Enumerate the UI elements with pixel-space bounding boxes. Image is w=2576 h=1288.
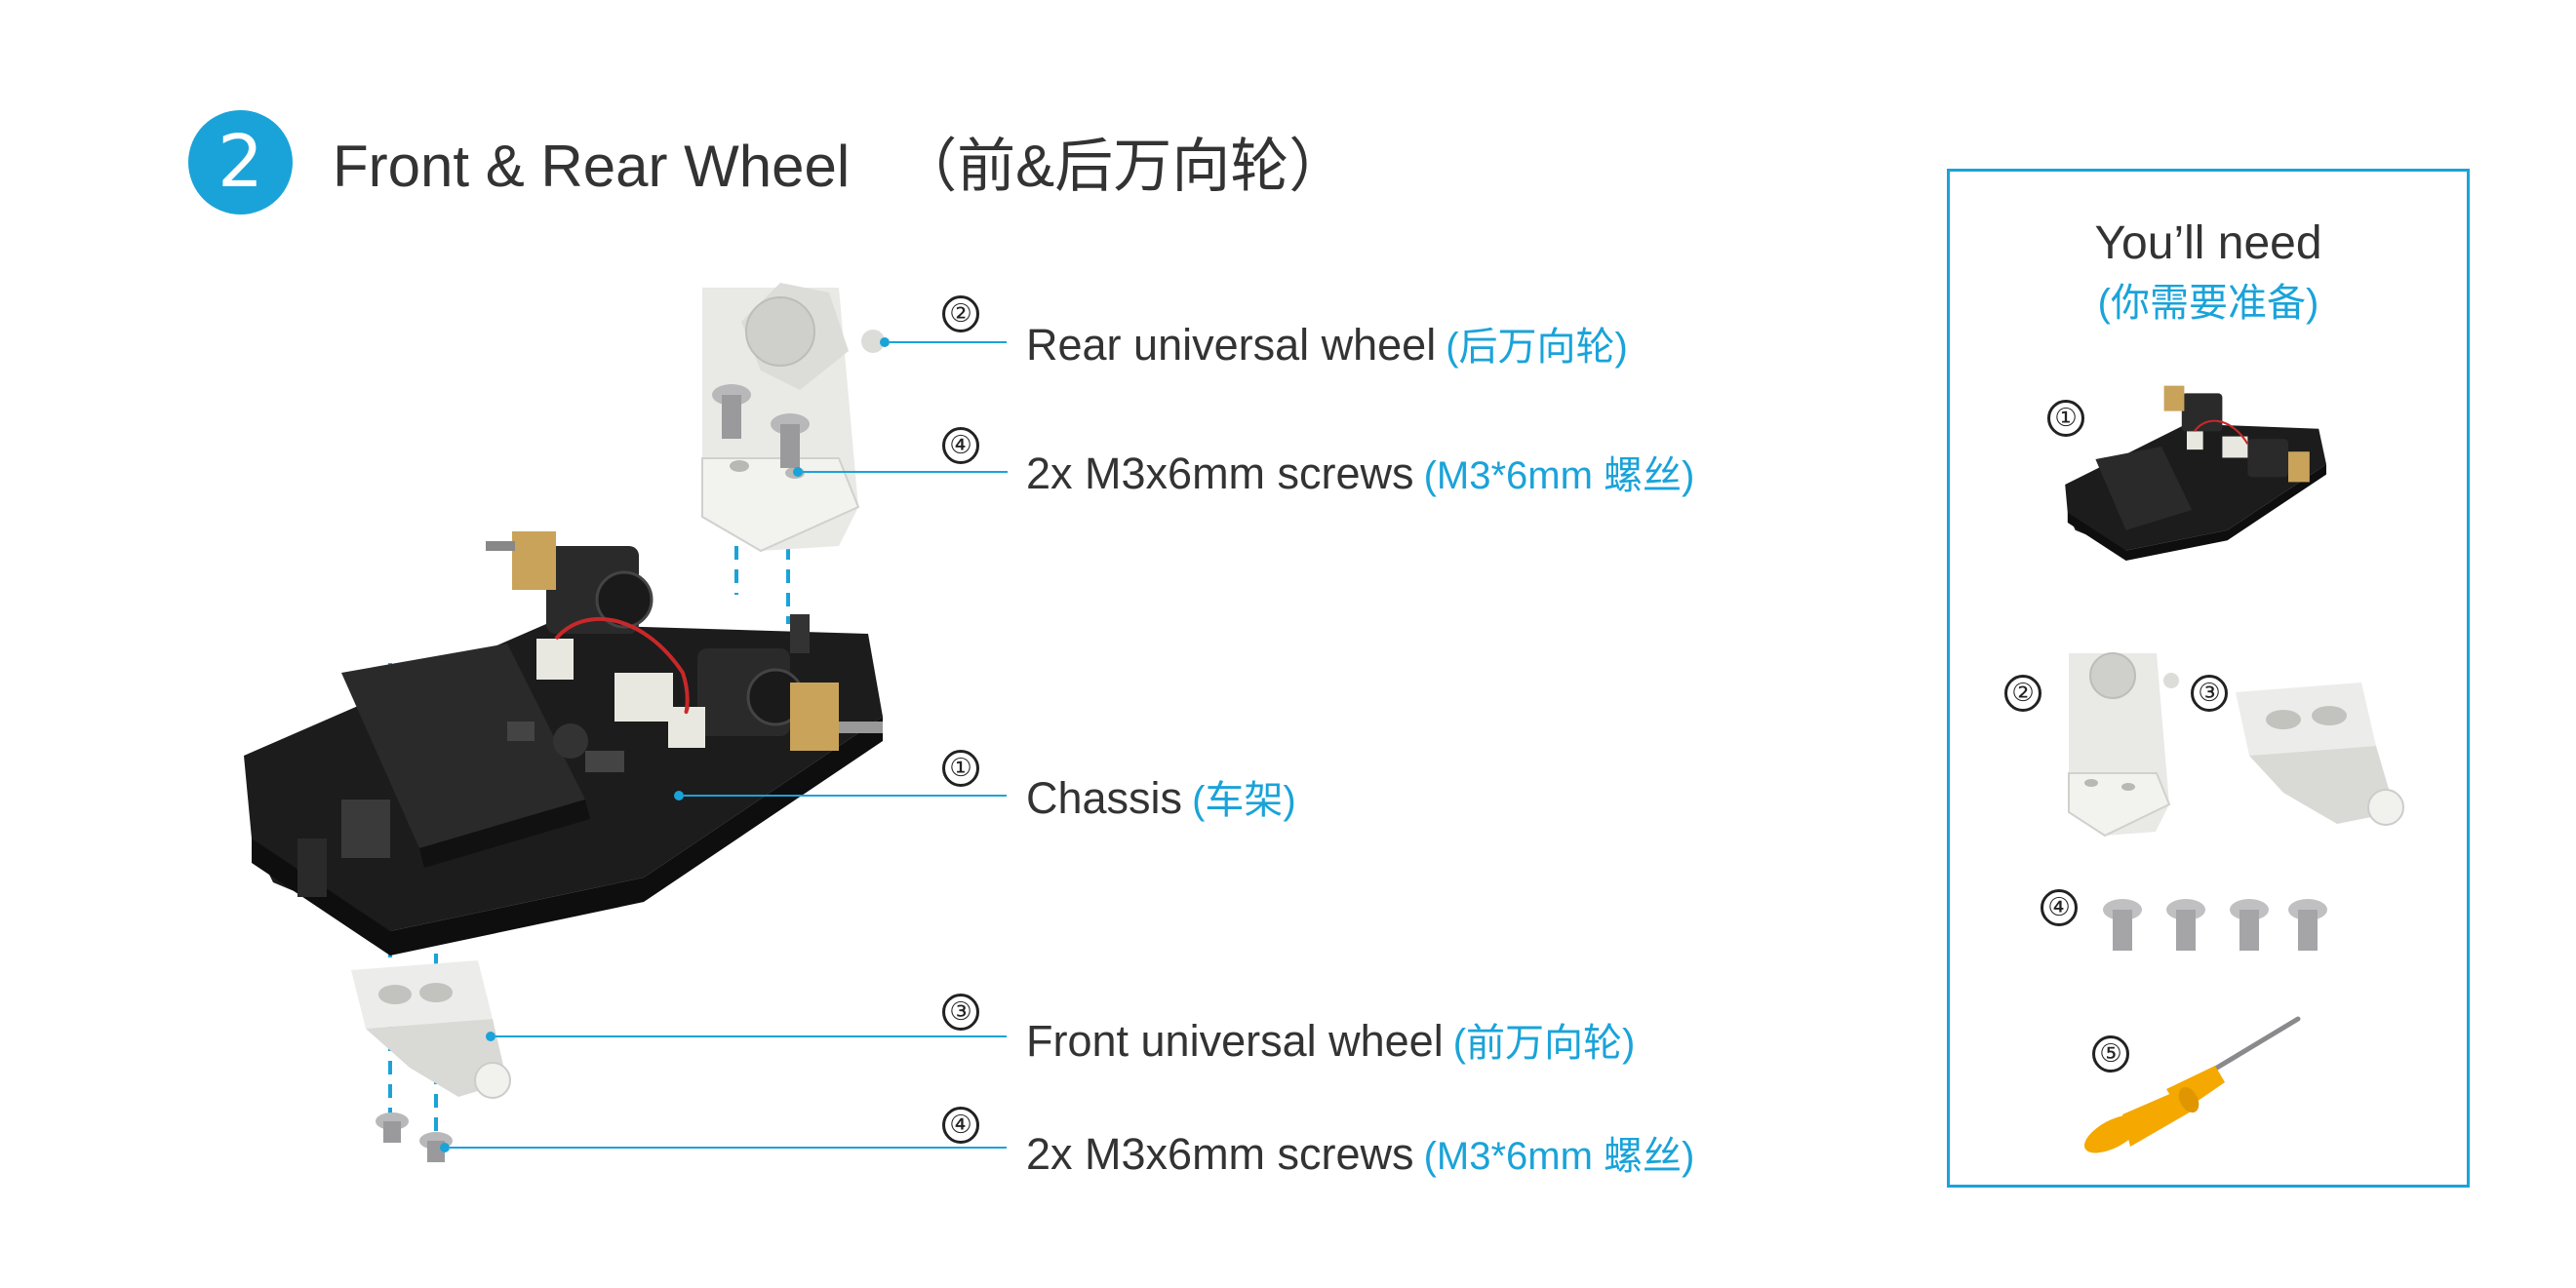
callout-front-wheel: Front universal wheel(前万向轮): [1026, 1014, 1635, 1071]
step-title: Front & Rear Wheel （前&后万向轮）: [333, 128, 1347, 206]
need-screws-image: [2103, 899, 2327, 951]
callout-rear-wheel-cn: (后万向轮): [1446, 326, 1628, 369]
step-title-en: Front & Rear Wheel: [333, 134, 851, 199]
callout-chassis-cn: (车架): [1192, 779, 1296, 822]
need-marker-5: ⑤: [2092, 1035, 2129, 1073]
marker-4-rear: ④: [942, 427, 979, 464]
step-title-cn: （前&后万向轮）: [898, 134, 1348, 199]
chassis-board: [244, 531, 883, 956]
callout-rear-wheel-text: Rear universal wheel: [1026, 320, 1437, 370]
marker-2-rear: ②: [942, 295, 979, 332]
callout-chassis-text: Chassis: [1026, 773, 1183, 823]
callout-rear-screws: 2x M3x6mm screws(M3*6mm 螺丝): [1026, 447, 1694, 503]
marker-1-chassis: ①: [942, 750, 979, 787]
need-screwdriver-image: [2083, 1016, 2301, 1153]
marker-4-front: ④: [942, 1107, 979, 1144]
front-screws: [376, 1112, 453, 1162]
callout-front-screws-text: 2x M3x6mm screws: [1026, 1129, 1414, 1179]
callout-rear-screws-text: 2x M3x6mm screws: [1026, 449, 1414, 498]
need-marker-1: ①: [2047, 400, 2084, 437]
front-universal-wheel: [351, 960, 511, 1099]
need-marker-2: ②: [2004, 675, 2041, 712]
leader-line-rear-screws: [803, 471, 1008, 473]
assembly-illustration: [244, 283, 890, 1162]
callout-front-screws: 2x M3x6mm screws(M3*6mm 螺丝): [1026, 1127, 1694, 1184]
marker-3-front: ③: [942, 994, 979, 1031]
callout-front-wheel-text: Front universal wheel: [1026, 1016, 1444, 1066]
parts-needed-panel: [1947, 169, 2470, 1188]
callout-rear-wheel: Rear universal wheel(后万向轮): [1026, 318, 1628, 374]
callout-rear-screws-cn: (M3*6mm 螺丝): [1423, 454, 1695, 497]
leader-line-rear-wheel: [890, 341, 1007, 343]
step-number-badge: 2: [188, 110, 293, 215]
callout-front-screws-cn: (M3*6mm 螺丝): [1423, 1135, 1695, 1178]
callout-front-wheel-cn: (前万向轮): [1452, 1022, 1636, 1065]
parts-needed-subtitle: (你需要准备): [2097, 282, 2319, 325]
parts-needed-illustrations: [2065, 385, 2404, 1153]
callout-chassis: Chassis(车架): [1026, 771, 1296, 828]
need-marker-3: ③: [2191, 675, 2228, 712]
leader-line-chassis: [684, 795, 1007, 797]
need-marker-4: ④: [2041, 889, 2078, 926]
parts-needed-title: You’ll need: [2094, 217, 2322, 269]
leader-line-front-screws: [450, 1147, 1007, 1149]
need-chassis-image: [2065, 385, 2326, 561]
need-rear-wheel-image: [2068, 652, 2179, 838]
need-front-wheel-image: [2236, 683, 2404, 826]
rear-screws: [712, 384, 810, 468]
leader-line-front-wheel: [495, 1035, 1007, 1037]
